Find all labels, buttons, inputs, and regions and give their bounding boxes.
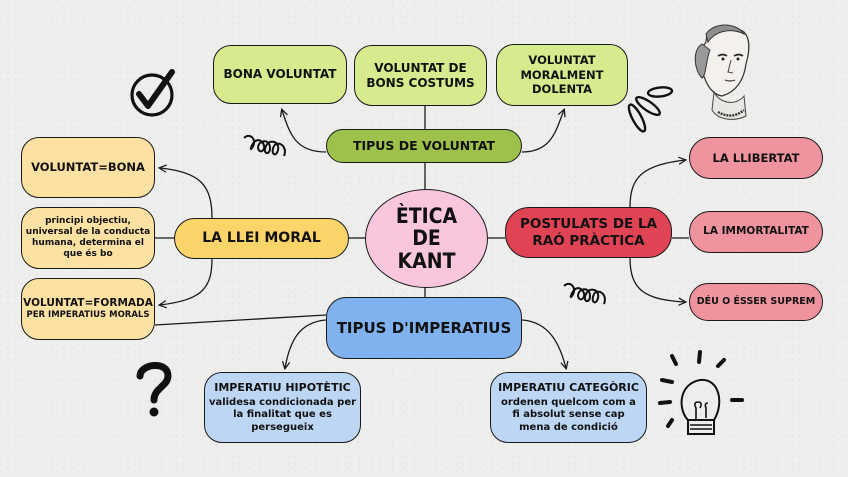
node-la-llibertat: LA LLIBERTAT <box>689 137 823 179</box>
lightbulb-icon <box>658 350 744 435</box>
node-tipus-imperatius: TIPUS D'IMPERATIUS <box>326 297 522 359</box>
node-deu-esser-suprem: DÉU O ÉSSER SUPREM <box>689 283 823 321</box>
node-tipus-de-voluntat: TIPUS DE VOLUNTAT <box>326 129 522 163</box>
node-voluntat-bona: VOLUNTAT=BONA <box>21 137 155 198</box>
node-bona-voluntat: BONA VOLUNTAT <box>213 45 347 104</box>
node-imperatiu-hipotetic: IMPERATIU HIPOTÈTIC validesa condicionad… <box>204 372 361 443</box>
question-mark-icon <box>136 362 172 417</box>
node-la-llei-moral: LA LLEI MORAL <box>174 218 349 259</box>
central-topic-etica-de-kant: ÈTICA DE KANT <box>365 189 488 288</box>
node-voluntat-formada: VOLUNTAT=FORMADA PER IMPERATIUS MORALS <box>21 278 155 340</box>
kant-portrait <box>694 24 750 120</box>
node-principi-objectiu: principi objectiu, universal de la condu… <box>21 207 155 269</box>
node-postulats-rao-practica: POSTULATS DE LA RAÓ PRÀCTICA <box>505 207 672 258</box>
node-imperatiu-categoric: IMPERATIU CATEGÒRIC ordenen quelcom com … <box>490 372 647 443</box>
node-voluntat-moralment-dolenta: VOLUNTAT MORALMENT DOLENTA <box>496 44 628 106</box>
checkmark-icon <box>130 69 175 117</box>
node-voluntat-bons-costums: VOLUNTAT DE BONS COSTUMS <box>354 45 487 106</box>
node-la-immortalitat: LA IMMORTALITAT <box>689 211 823 253</box>
spring-doodle <box>563 282 606 305</box>
petal-doodle <box>627 86 674 133</box>
spring-doodle <box>243 134 286 157</box>
